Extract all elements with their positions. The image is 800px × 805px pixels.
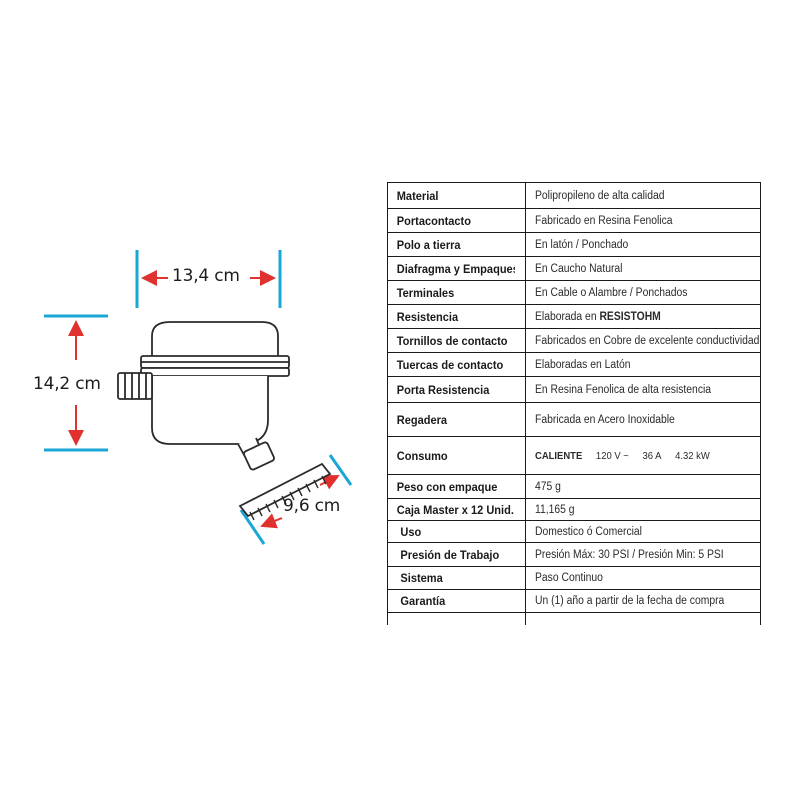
spec-value: Fabricado en Resina Fenolica <box>525 208 761 233</box>
head-tick-left <box>239 509 266 545</box>
spec-row: Tornillos de contacto Fabricados en Cobr… <box>387 328 761 353</box>
spec-value: En Cable o Alambre / Ponchados <box>525 280 761 305</box>
spec-value: Fabricada en Acero Inoxidable <box>525 402 761 437</box>
consumo-current: 36 A <box>642 449 662 462</box>
head-dimension-label: 9,6 cm <box>283 496 341 516</box>
spec-row: Caja Master x 12 Unid. 11,165 g <box>387 498 761 521</box>
head-tick-right <box>328 454 353 486</box>
spec-value: Elaboradas en Latón <box>525 352 761 377</box>
spec-value: 475 g <box>525 474 761 499</box>
spec-value: Polipropileno de alta calidad <box>525 182 761 209</box>
spec-row: Diafragma y Empaques En Caucho Natural <box>387 256 761 281</box>
spec-key: Tornillos de contacto <box>387 328 515 353</box>
spec-key: Uso <box>387 520 515 543</box>
spec-value: Elaborada en RESISTOHM <box>525 304 761 329</box>
consumo-voltage: 120 V ~ <box>595 449 629 462</box>
spec-row: Peso con empaque 475 g <box>387 474 761 499</box>
height-dimension-label: 14,2 cm <box>33 374 101 394</box>
spec-key: Diafragma y Empaques <box>387 256 515 281</box>
spec-key: Tuercas de contacto <box>387 352 515 377</box>
spec-value: Fabricados en Cobre de excelente conduct… <box>525 328 761 353</box>
spec-key: Peso con empaque <box>387 474 515 499</box>
spec-value: Paso Continuo <box>525 566 761 590</box>
consumo-mode: CALIENTE <box>535 449 583 462</box>
spec-value: Domestico ó Comercial <box>525 520 761 543</box>
spec-row: Sistema Paso Continuo <box>387 566 761 590</box>
spec-key: Sistema <box>387 566 515 590</box>
spec-key: Garantía <box>387 589 515 613</box>
spec-row-spacer <box>387 612 761 625</box>
spec-key: Consumo <box>387 436 515 475</box>
spec-key: Regadera <box>387 402 515 437</box>
spec-row: Uso Domestico ó Comercial <box>387 520 761 543</box>
spec-row: Portacontacto Fabricado en Resina Fenoli… <box>387 208 761 233</box>
product-diagram: 13,4 cm 14,2 cm 9,6 cm <box>0 0 380 800</box>
spec-row: Tuercas de contacto Elaboradas en Latón <box>387 352 761 377</box>
spec-row: Presión de Trabajo Presión Máx: 30 PSI /… <box>387 542 761 567</box>
spec-row: Material Polipropileno de alta calidad <box>387 182 761 209</box>
spec-row: Terminales En Cable o Alambre / Ponchado… <box>387 280 761 305</box>
spec-key: Polo a tierra <box>387 232 515 257</box>
spec-key: Resistencia <box>387 304 515 329</box>
spec-row: Polo a tierra En latón / Ponchado <box>387 232 761 257</box>
spec-table: Material Polipropileno de alta calidad P… <box>387 182 761 625</box>
spec-value: Presión Máx: 30 PSI / Presión Min: 5 PSI <box>525 542 761 567</box>
width-dimension-label: 13,4 cm <box>172 266 240 286</box>
spec-value: Un (1) año a partir de la fecha de compr… <box>525 589 761 613</box>
spec-key: Caja Master x 12 Unid. <box>387 498 515 521</box>
spec-row: Garantía Un (1) año a partir de la fecha… <box>387 589 761 613</box>
spec-key: Material <box>387 182 515 209</box>
spec-row: Regadera Fabricada en Acero Inoxidable <box>387 402 761 437</box>
spec-value: En Caucho Natural <box>525 256 761 281</box>
shower-heater-drawing <box>44 250 353 545</box>
spec-key: Porta Resistencia <box>387 376 515 403</box>
spec-row: Consumo CALIENTE 120 V ~ 36 A 4.32 kW <box>387 436 761 475</box>
spec-value: 11,165 g <box>525 498 761 521</box>
shower-nozzles <box>249 475 327 521</box>
spec-key: Terminales <box>387 280 515 305</box>
head-arrow <box>260 513 283 529</box>
spec-row: Resistencia Elaborada en RESISTOHM <box>387 304 761 329</box>
head-arrow <box>319 475 340 490</box>
spec-key: Portacontacto <box>387 208 515 233</box>
heater-body <box>117 321 332 518</box>
spec-value: En Resina Fenolica de alta resistencia <box>525 376 761 403</box>
spec-value: CALIENTE 120 V ~ 36 A 4.32 kW <box>525 436 761 475</box>
spec-row: Porta Resistencia En Resina Fenolica de … <box>387 376 761 403</box>
spec-key: Presión de Trabajo <box>387 542 515 567</box>
spec-value: En latón / Ponchado <box>525 232 761 257</box>
consumo-power: 4.32 kW <box>675 449 710 462</box>
brand-name: RESISTOHM <box>599 310 661 323</box>
